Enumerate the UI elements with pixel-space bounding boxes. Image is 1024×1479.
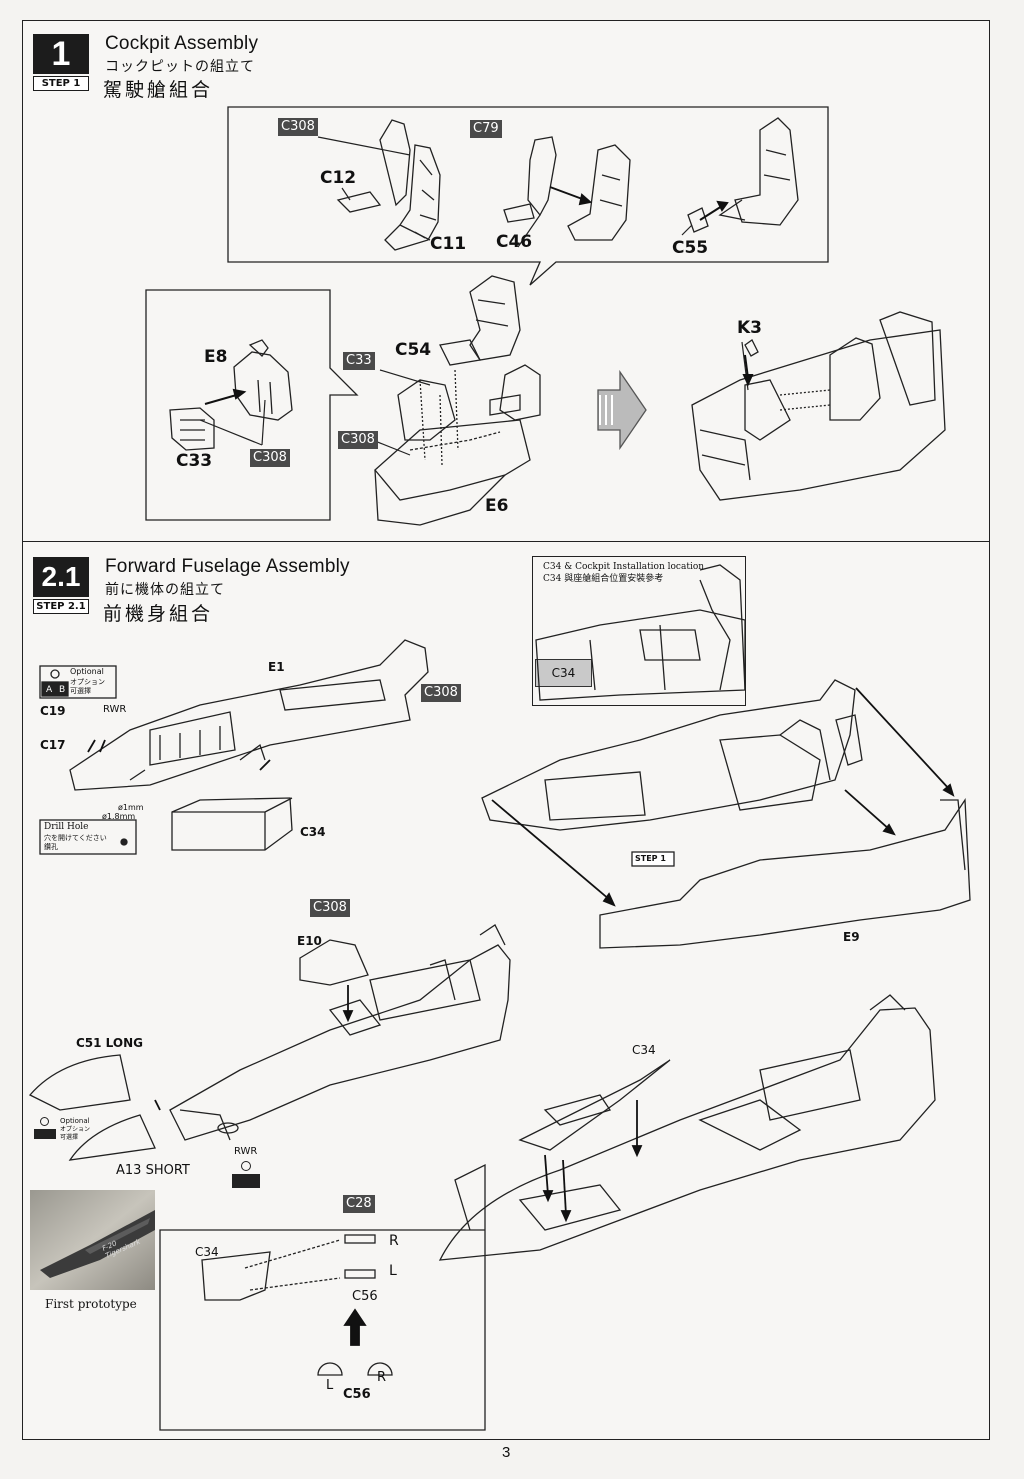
part-label-k3: K3 [737, 318, 763, 338]
rwr-ab-icon [232, 1160, 260, 1188]
step2-title-en: Forward Fuselage Assembly [105, 556, 350, 577]
c56-left-label: L [326, 1378, 334, 1393]
part-label-c51-long: C51 LONG [76, 1036, 143, 1050]
part-label-e1: E1 [268, 660, 285, 674]
first-prototype-photo: F-20 Tigershark [30, 1190, 155, 1290]
part-label-c34-top: C34 [632, 1043, 656, 1057]
optional-label-2: Optional [60, 1117, 90, 1125]
step2-tag: STEP 2.1 [33, 599, 89, 614]
part-label-c56-bottom: C56 [343, 1387, 371, 1402]
step1-number: 1 [33, 34, 89, 74]
part-label-e9: E9 [843, 930, 860, 944]
part-label-c12: C12 [320, 168, 357, 188]
part-chip-c33: C33 [343, 352, 375, 370]
c56-right-label: R [377, 1370, 387, 1385]
optional-cn-2: 可選擇 [60, 1134, 79, 1141]
optional-cn: 可選擇 [70, 687, 91, 695]
drill-hole-jp: 穴を開けてください [44, 834, 107, 842]
part-label-c17: C17 [40, 738, 66, 752]
install-note-en: C34 & Cockpit Installation location [543, 562, 705, 572]
drill-hole-cn: 鑽孔 [44, 843, 58, 851]
step1-title-cn: 駕駛艙組合 [103, 79, 214, 101]
ab-a: A [46, 685, 53, 695]
part-chip-c28: C28 [343, 1195, 375, 1213]
optional-box-2 [34, 1117, 56, 1139]
part-chip-c308-fuse: C308 [421, 684, 461, 702]
left-part-label: L [389, 1263, 397, 1279]
part-label-c19: C19 [40, 704, 66, 718]
optional-label: Optional [70, 667, 104, 676]
page-frame [22, 20, 990, 1440]
drill-18mm: ø1.8mm [102, 812, 136, 821]
part-label-e10: E10 [297, 934, 322, 948]
part-label-c46: C46 [496, 232, 533, 252]
part-label-c11: C11 [430, 234, 467, 254]
part-label-c33: C33 [176, 451, 213, 471]
part-chip-c308-top: C308 [278, 118, 318, 136]
step1-title-jp: コックピットの組立て [105, 59, 255, 75]
rwr-label: RWR [103, 704, 127, 715]
drill-hole-en: Drill Hole [44, 822, 89, 832]
section-divider [22, 541, 990, 542]
rwr-label-2: RWR [234, 1146, 258, 1157]
part-label-e6: E6 [485, 496, 509, 516]
part-label-c55: C55 [672, 238, 709, 258]
ab-b: B [59, 685, 66, 695]
first-prototype-caption: First prototype [45, 1297, 137, 1311]
part-label-c34-detail: C34 [195, 1245, 219, 1259]
step1-tag: STEP 1 [33, 76, 89, 91]
step2-number: 2.1 [33, 557, 89, 597]
step2-title-cn: 前機身組合 [103, 603, 214, 625]
part-chip-c79: C79 [470, 120, 502, 138]
c34-highlight: C34 [535, 659, 592, 687]
part-label-e8: E8 [204, 347, 228, 367]
part-label-a13-short: A13 SHORT [116, 1163, 190, 1178]
optional-jp-2: オプション [60, 1126, 91, 1133]
right-part-label: R [389, 1233, 399, 1249]
part-chip-c308-e10: C308 [310, 899, 350, 917]
part-chip-c308-mid: C308 [338, 431, 378, 449]
optional-jp: オプション [70, 678, 105, 686]
part-label-c34-box: C34 [300, 825, 326, 839]
part-label-c54: C54 [395, 340, 432, 360]
step1-title-en: Cockpit Assembly [105, 33, 259, 54]
part-label-c56: C56 [352, 1289, 378, 1304]
part-chip-c308-left: C308 [250, 449, 290, 467]
install-note-cn: C34 與座艙組合位置安裝參考 [543, 574, 664, 584]
step1-reference: STEP 1 [635, 854, 666, 863]
step2-title-jp: 前に機体の組立て [105, 582, 225, 598]
page-number: 3 [502, 1444, 511, 1461]
drill-1mm: ø1mm [118, 803, 144, 812]
